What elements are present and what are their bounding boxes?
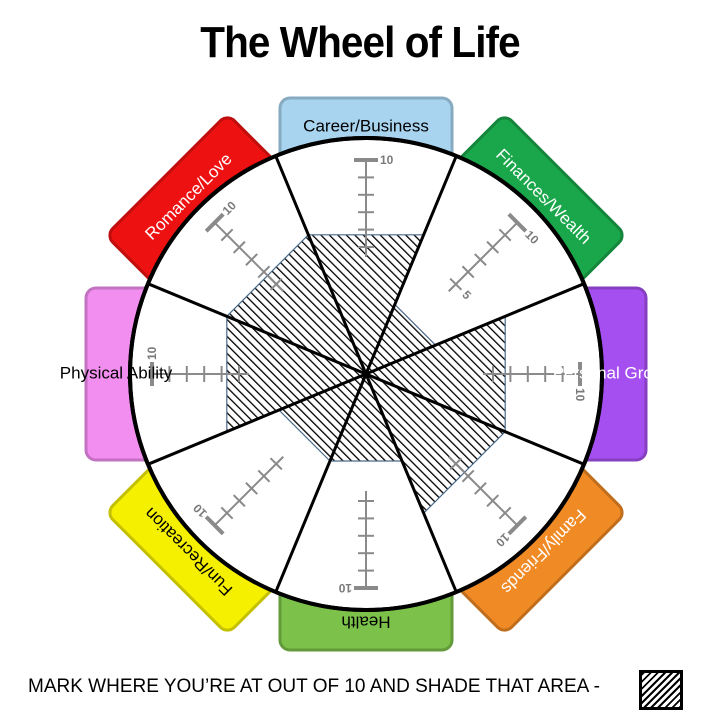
- scale-tick: [269, 277, 283, 291]
- scale-tick: [461, 469, 475, 483]
- scale-fun: 10: [190, 456, 284, 536]
- scale-tick: [269, 457, 283, 471]
- label-growth: Personal Growth: [553, 363, 680, 382]
- scale-tick: [474, 253, 487, 266]
- scale-tick: [486, 240, 500, 254]
- spoke-line: [364, 155, 458, 375]
- scale-max-label: 10: [338, 581, 352, 595]
- scale-tick: [507, 515, 528, 536]
- label-health: Health: [341, 613, 390, 632]
- scale-health: 10: [338, 491, 378, 595]
- scale-tick: [220, 228, 234, 242]
- scale-max-label: 10: [573, 388, 587, 402]
- scale-physical: 10: [145, 346, 249, 386]
- scale-tick: [245, 253, 258, 266]
- hatch-legend-swatch: [639, 670, 683, 710]
- scale-tick: [461, 265, 475, 279]
- scale-tick: [507, 212, 528, 233]
- spoke-line: [147, 282, 367, 376]
- scale-tick: [257, 469, 271, 483]
- wheel-spokes: [128, 136, 604, 612]
- spoke-line: [147, 372, 367, 466]
- wheel-outline: [128, 136, 604, 612]
- page-title: The Wheel of Life: [200, 18, 520, 67]
- scale-tick: [232, 494, 246, 508]
- scale-tick: [474, 482, 487, 495]
- spoke-line: [364, 373, 458, 593]
- label-career: Career/Business: [303, 116, 429, 135]
- scale-tick: [449, 457, 463, 471]
- spoke-line: [365, 372, 585, 466]
- scale-growth: 10: [483, 362, 587, 402]
- scale-family: 10: [448, 456, 528, 550]
- scale-max-label: 10: [145, 346, 159, 360]
- spoke-line: [274, 373, 368, 593]
- scale-career: 10: [354, 153, 394, 257]
- scale-max-label: 10: [380, 153, 394, 167]
- scale-tick: [257, 265, 271, 279]
- scale-tick: [498, 506, 512, 520]
- scale-tick: [245, 482, 258, 495]
- label-physical: Physical Ability: [60, 363, 173, 382]
- scale-tick: [204, 515, 225, 536]
- spoke-line: [274, 155, 368, 375]
- scale-tick: [498, 228, 512, 242]
- instruction-text: MARK WHERE YOU’RE AT OUT OF 10 AND SHADE…: [28, 676, 600, 697]
- scale-tick: [486, 494, 500, 508]
- scale-tick: [220, 506, 234, 520]
- shaded-areas: [225, 233, 507, 515]
- scale-tick: [449, 277, 463, 291]
- scale-tick: [204, 212, 225, 233]
- scale-tick: [232, 240, 246, 254]
- spoke-line: [365, 282, 585, 376]
